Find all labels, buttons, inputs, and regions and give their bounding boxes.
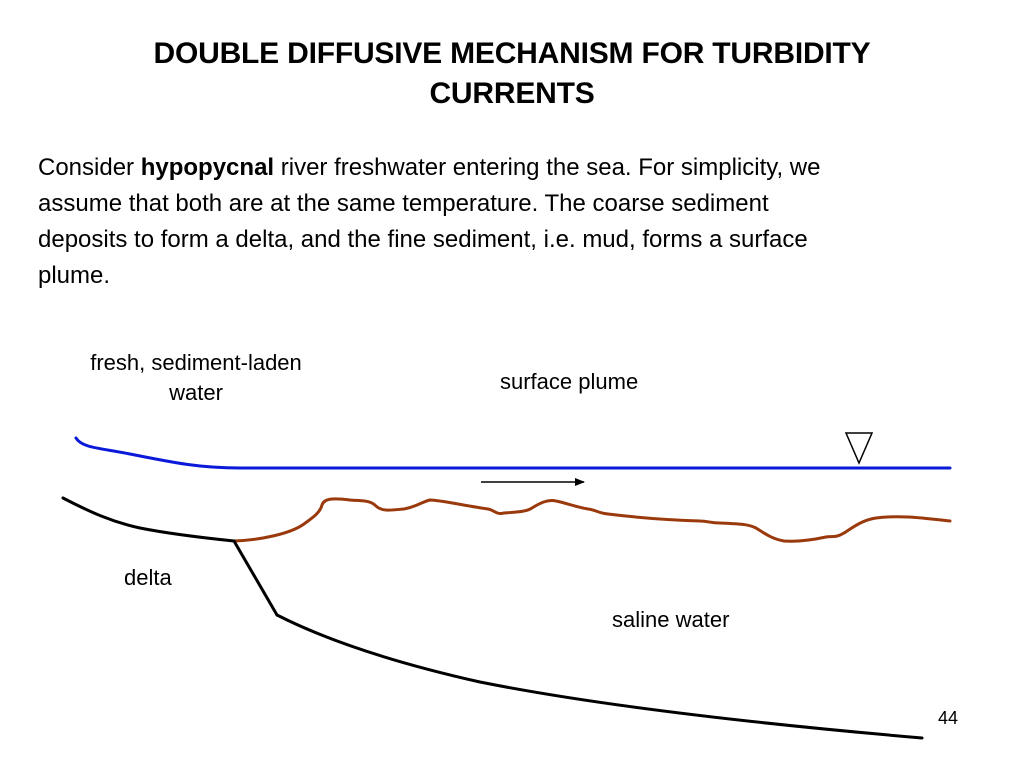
fresh-water-label: fresh, sediment-laden water [56,348,336,408]
body-line-4: plume. [38,262,111,289]
slide-title-line-1: DOUBLE DIFFUSIVE MECHANISM FOR TURBIDITY [153,37,871,70]
plume-boundary-line [232,497,952,543]
body-line-3: deposits to form a delta, and the fine s… [38,226,808,253]
slide-title-line-2: CURRENTS [429,77,595,110]
fresh-water-label-line-1: fresh, sediment-laden [90,350,302,375]
body-line-1-start: Consider [38,154,141,181]
sea-floor-line [275,613,924,740]
water-surface-line [74,436,952,470]
body-line-2: assume that both are at the same tempera… [38,190,769,217]
body-paragraph: Consider hypopycnal river freshwater ent… [38,150,998,294]
water-level-triangle-icon [844,432,874,465]
fresh-water-label-line-2: water [169,380,223,405]
delta-label: delta [124,565,172,590]
body-line-1: Consider hypopycnal river freshwater ent… [38,150,998,186]
body-bold-term: hypopycnal [140,154,275,181]
subaerial-delta-surface-line [61,496,236,543]
saline-water-label: saline water [612,607,730,632]
page-number: 44 [938,708,959,728]
body-line-1-end: river freshwater entering the sea. For s… [274,154,821,181]
surface-plume-label: surface plume [500,369,639,394]
slide-title: DOUBLE DIFFUSIVE MECHANISM FOR TURBIDITY… [60,34,964,114]
delta-front-slope-line [232,539,279,617]
